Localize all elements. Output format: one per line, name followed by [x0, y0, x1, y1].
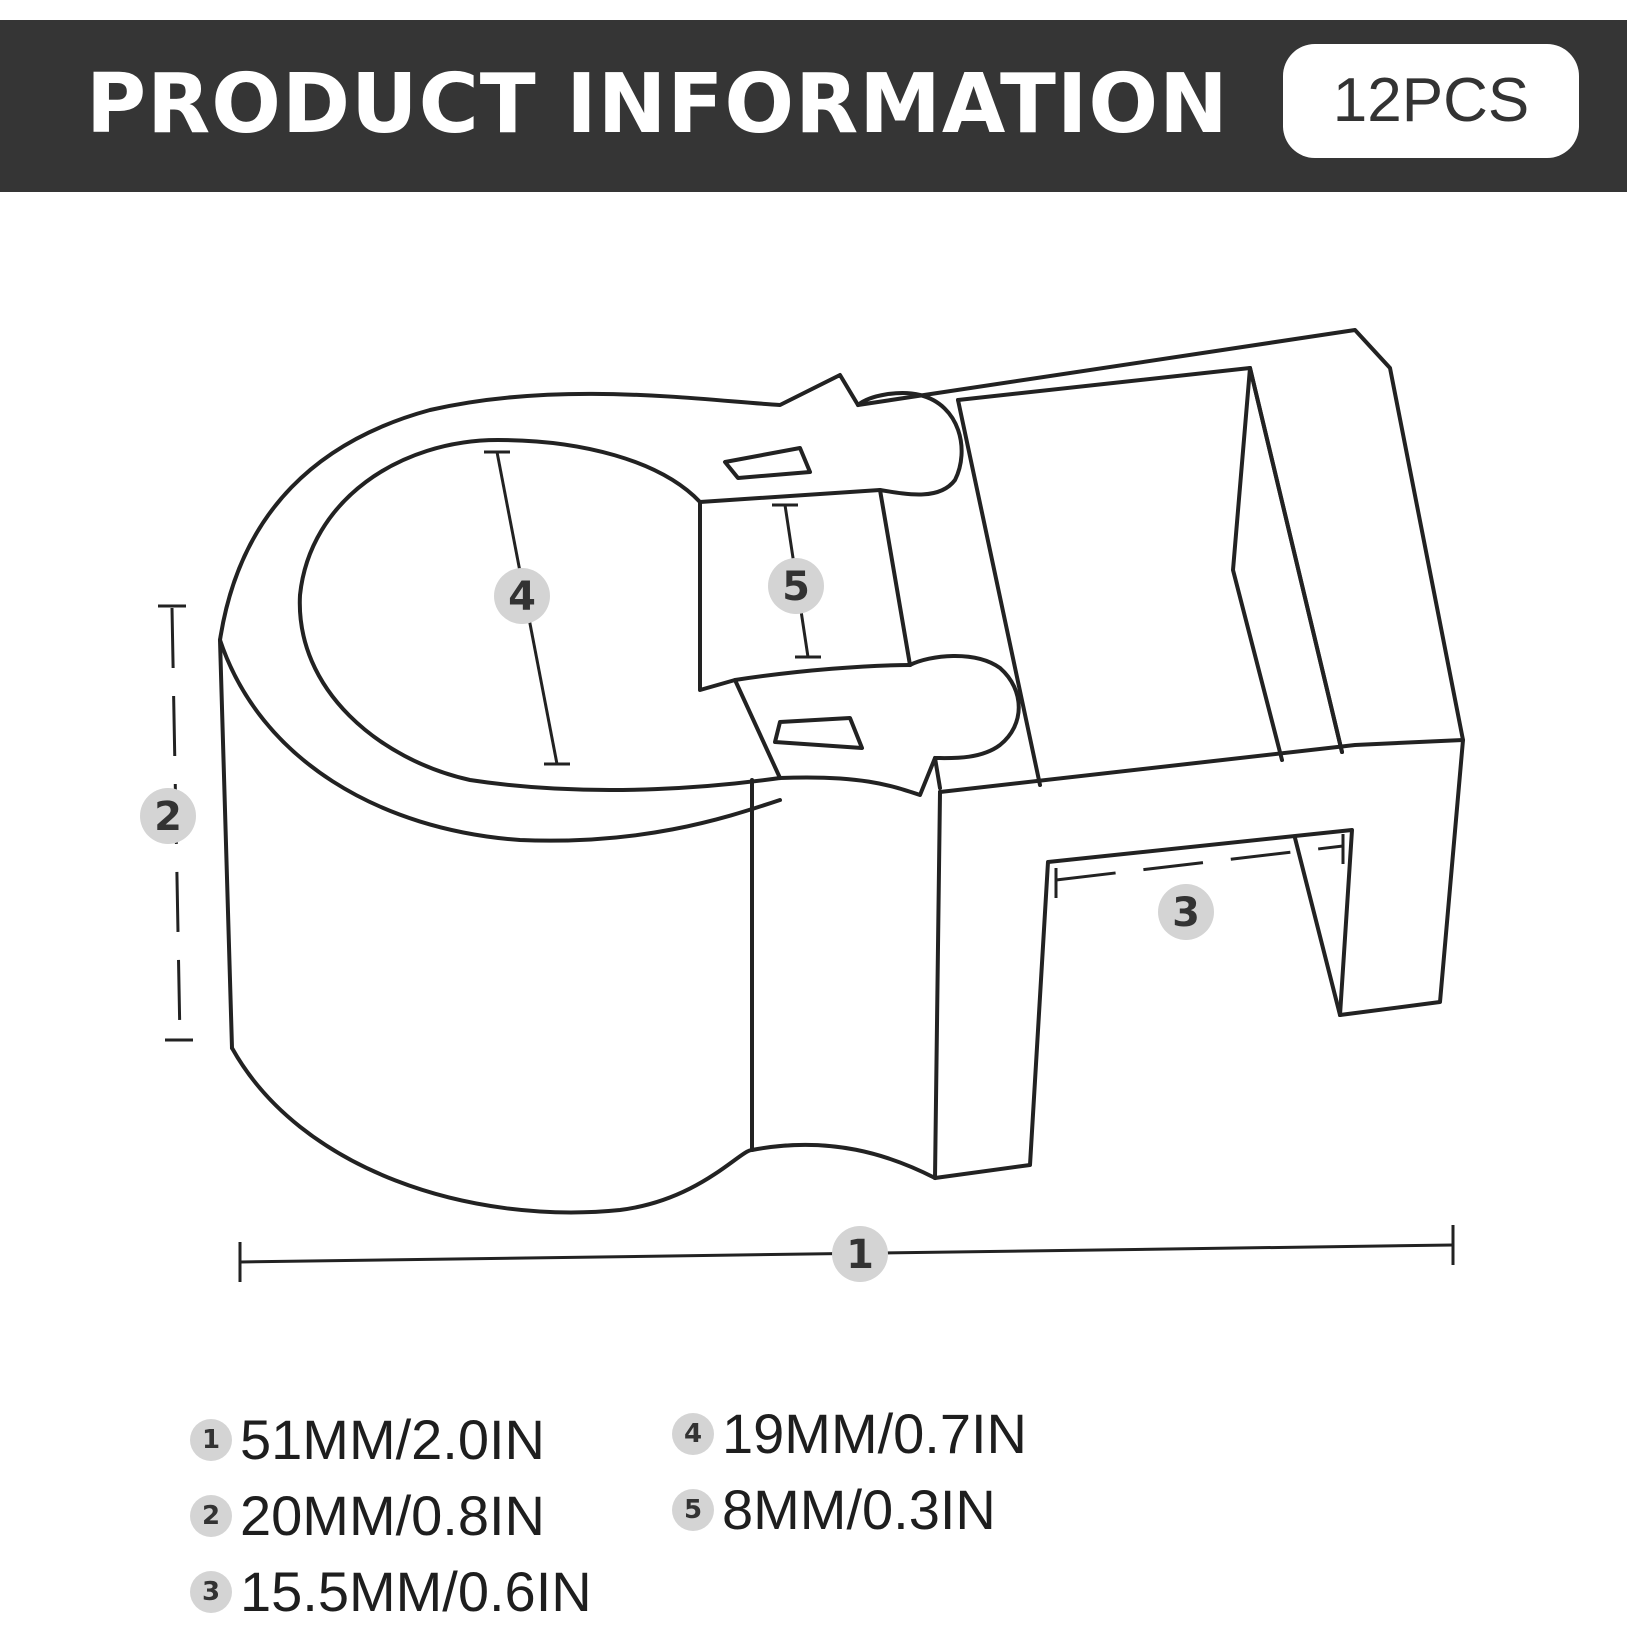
legend-value: 20MM/0.8IN: [240, 1484, 545, 1547]
svg-text:5: 5: [782, 564, 810, 610]
legend-value: 19MM/0.7IN: [722, 1402, 1027, 1465]
quantity-text: 12PCS: [1332, 66, 1530, 135]
legend-item-2: 2 20MM/0.8IN: [190, 1488, 545, 1544]
legend-item-5: 5 8MM/0.3IN: [672, 1482, 996, 1538]
clip-outline: [218, 328, 1465, 1215]
legend-item-3: 3 15.5MM/0.6IN: [190, 1564, 592, 1620]
legend-item-1: 1 51MM/2.0IN: [190, 1412, 545, 1468]
svg-text:2: 2: [154, 794, 182, 840]
marker-5: 5: [768, 558, 824, 614]
marker-2: 2: [140, 788, 196, 844]
svg-text:3: 3: [1172, 890, 1200, 936]
legend-badge: 1: [190, 1419, 232, 1461]
svg-text:1: 1: [846, 1232, 874, 1278]
legend-badge: 2: [190, 1495, 232, 1537]
page-title: PRODUCT INFORMATION: [86, 57, 1229, 152]
svg-text:4: 4: [508, 574, 536, 620]
header-banner: PRODUCT INFORMATION 12PCS: [0, 20, 1627, 192]
legend-value: 15.5MM/0.6IN: [240, 1560, 592, 1623]
legend-badge: 3: [190, 1571, 232, 1613]
marker-1: 1: [832, 1226, 888, 1282]
dimension-markers: 1 2 3 4 5: [140, 558, 1214, 1282]
legend-value: 8MM/0.3IN: [722, 1478, 996, 1541]
marker-3: 3: [1158, 884, 1214, 940]
legend-badge: 5: [672, 1489, 714, 1531]
legend-value: 51MM/2.0IN: [240, 1408, 545, 1471]
quantity-badge: 12PCS: [1283, 44, 1579, 158]
marker-4: 4: [494, 568, 550, 624]
legend-badge: 4: [672, 1413, 714, 1455]
legend-item-4: 4 19MM/0.7IN: [672, 1406, 1027, 1462]
